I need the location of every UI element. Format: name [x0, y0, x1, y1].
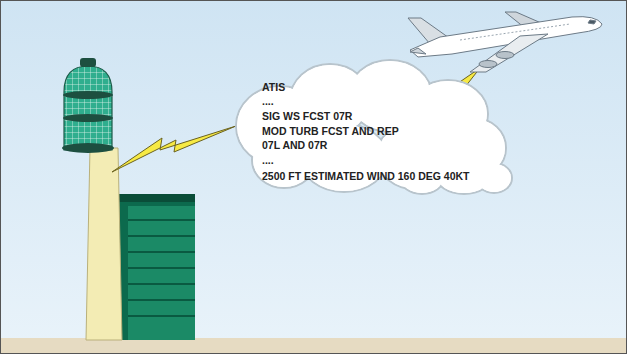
- message-line: ....: [262, 94, 462, 108]
- message-line: MOD TURB FCST AND REP 07L AND 07R: [262, 124, 412, 152]
- message-line: SIG WS FCST 07R: [262, 109, 462, 123]
- atis-cloud: ATIS....SIG WS FCST 07RMOD TURB FCST AND…: [222, 56, 514, 198]
- radio-bolt: [112, 126, 236, 172]
- control-tower: [62, 58, 122, 340]
- message-line: 2500 FT ESTIMATED WIND 160 DEG 40KT: [262, 169, 510, 183]
- message-line: ....: [262, 153, 462, 167]
- airplane: [408, 12, 602, 72]
- message-heading: ATIS: [262, 80, 462, 94]
